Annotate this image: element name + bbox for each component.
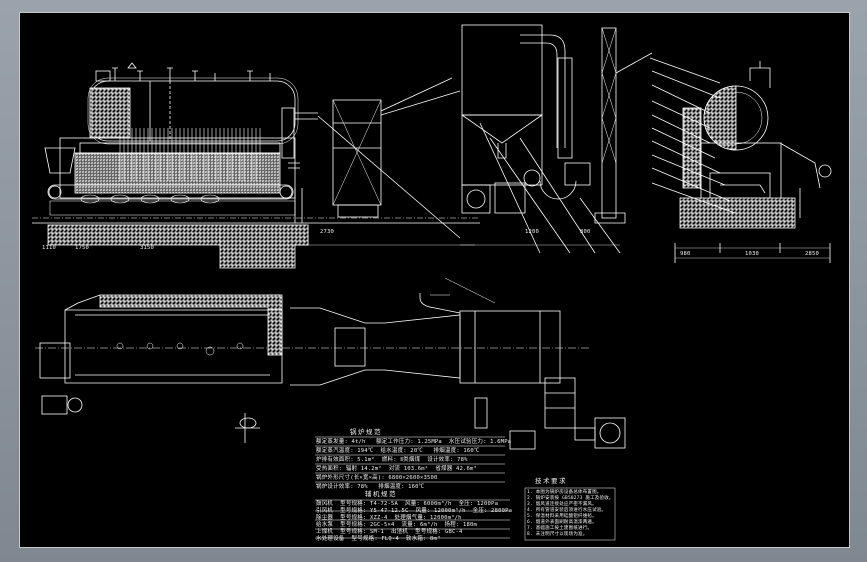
note-item: 2. 锅炉安装按 GB50273 施工及验收。 xyxy=(527,496,614,501)
boiler-plan-view xyxy=(35,277,626,450)
auxiliary-equipment-elevation xyxy=(460,24,653,254)
dim-front-6: 2730 xyxy=(320,229,335,235)
spec-table-frame xyxy=(315,436,505,483)
boiler-side-elevation xyxy=(649,57,832,263)
notes-frame xyxy=(524,487,616,541)
spec-table-title: 锅炉规范 xyxy=(350,428,382,436)
spec-row: 额定蒸汽温度: 194℃ 给水温度: 20℃ 排烟温度: 160℃ xyxy=(316,448,480,454)
spec-row: 炉排有效面积: 5.1m² 燃料: Ⅱ类烟煤 设计效率: 78% xyxy=(316,457,468,463)
note-item: 8. 未注明尺寸以现场为准。 xyxy=(527,532,588,537)
dim-side-2: 1030 xyxy=(745,251,760,257)
dim-front-3: 3150 xyxy=(140,245,155,251)
dim-side-1: 980 xyxy=(680,251,691,257)
aux-table-title: 辅机规范 xyxy=(365,490,397,498)
spec-row: 受热面积: 辐射 14.2m² 对流 103.6m² 省煤器 42.6m² xyxy=(316,466,478,472)
dim-front-7: 1200 xyxy=(525,229,540,235)
note-item: 3. 烟风道连接处应严密不漏风。 xyxy=(527,502,597,507)
note-item: 6. 烟道外表面刷耐高温漆两遍。 xyxy=(527,520,597,525)
aux-row: 除尘器 型号规格: XZZ-4 处理烟气量: 12000m³/h xyxy=(316,515,462,521)
dim-side-3: 2850 xyxy=(805,251,820,257)
dim-front-8: 800 xyxy=(580,229,591,235)
note-item: 7. 基础施工按土建图纸进行。 xyxy=(527,526,593,531)
spec-row: 锅炉外形尺寸(长×宽×高): 6800×2600×3500 xyxy=(316,475,438,481)
spec-row: 额定蒸发量: 4t/h 额定工作压力: 1.25MPa 水压试验压力: 1.6M… xyxy=(316,439,512,445)
dim-front-1: 1110 xyxy=(42,245,57,251)
drawing-sheet: 1110 1750 3150 2730 1200 800 980 1030 28… xyxy=(19,12,850,548)
aux-row: 水处理设备 型号规格: FLQ-4 软水箱: 8m³ xyxy=(316,536,441,542)
aux-row: 上煤机 型号规格: SM-1 出渣机 型号规格: GBC-4 xyxy=(316,529,463,535)
boiler-layout-drawing xyxy=(32,24,832,541)
boiler-front-elevation xyxy=(32,62,480,269)
aux-row: 给水泵 型号规格: 2GC-5×4 流量: 6m³/h 扬程: 180m xyxy=(316,522,478,528)
note-item: 5. 保温材料采用硅酸铝纤维毡。 xyxy=(527,514,597,519)
aux-table-frame xyxy=(315,499,510,539)
dim-front-2: 1750 xyxy=(75,245,90,251)
notes-title: 技术要求 xyxy=(535,477,567,485)
aux-row: 鼓风机 型号规格: T4-72-5A 风量: 6000m³/h 全压: 1200… xyxy=(316,501,499,507)
note-item: 1. 本图为锅炉房设备总体布置图。 xyxy=(527,490,602,495)
spec-row: 锅炉设计效率: 78% 排烟温度: 160℃ xyxy=(316,484,425,490)
note-item: 4. 所有管道安装后须进行水压试验。 xyxy=(527,508,607,513)
aux-row: 引风机 型号规格: Y5-47-12.5C 风量: 12000m³/h 全压: … xyxy=(316,508,513,514)
